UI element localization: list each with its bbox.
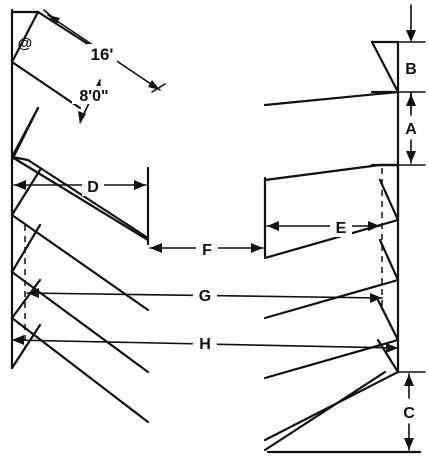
right-stall-line-4 [263, 238, 400, 320]
dim-e-label-bg [330, 217, 352, 237]
dim-h-arrow-left [12, 335, 24, 345]
stall-length-label-bg [87, 44, 117, 64]
right-stall-line-2 [263, 163, 382, 182]
dimension-a: A [405, 93, 417, 164]
dimension-h: H [11, 333, 399, 353]
dim-d-label-bg [82, 176, 104, 196]
left-notch-5 [10, 323, 42, 370]
dim-h-arrow-right [386, 343, 398, 353]
dim-c-arrow-up [404, 374, 414, 386]
dim-a-arrow-up [406, 94, 416, 106]
dim-d-arrow-left [14, 180, 26, 190]
stall-length-label: 16' [91, 45, 114, 64]
dim-e-arrow-right [368, 221, 380, 231]
left-notch-3 [10, 223, 42, 274]
left-stall-line-4 [10, 155, 150, 240]
dimension-d: D [13, 176, 147, 196]
stall-length-dimension: 16' [43, 9, 166, 93]
left-stall-line-2 [10, 60, 82, 110]
dim-f-label-bg [196, 239, 218, 259]
dimension-g: G [26, 285, 383, 305]
stall-width-label: 8'0" [79, 88, 108, 105]
dim-h-label: H [199, 336, 211, 353]
stall-width-arrow-down [78, 111, 86, 124]
right-stall-line-7 [263, 370, 387, 452]
stall-length-arrow-left [48, 15, 60, 25]
right-stall-line-5 [263, 298, 400, 380]
left-stall-group [10, 8, 150, 424]
dim-c-label: C [403, 405, 415, 422]
right-stall-line-6 [263, 338, 400, 442]
dim-a-arrow-down [406, 151, 416, 163]
stall-width-dimension: 8'0" [72, 79, 116, 124]
dim-c-arrow-down [404, 438, 414, 450]
left-notch-1 [10, 106, 40, 162]
left-stall-line-5 [10, 213, 150, 312]
dim-d-arrow-right [134, 180, 146, 190]
dim-f-arrow-right [251, 243, 263, 253]
dim-f-arrow-left [150, 243, 162, 253]
dim-g-label: G [199, 288, 211, 305]
dimension-e: E [266, 217, 381, 237]
right-stall-line-1 [263, 40, 400, 107]
dim-g-arrow-right [370, 293, 382, 303]
left-stall-line-6 [10, 270, 150, 374]
angle-symbol-label: @ [18, 35, 33, 52]
dim-g-arrow-left [27, 288, 39, 298]
dim-f-label: F [202, 242, 212, 259]
dim-e-arrow-left [267, 221, 279, 231]
dim-d-label: D [87, 179, 99, 196]
dim-b-label: B [405, 61, 417, 78]
dim-a-label: A [405, 121, 417, 138]
right-stall-group [263, 40, 426, 454]
left-stall-line-3 [10, 106, 150, 242]
left-stall-line-7 [10, 316, 150, 424]
dim-h-label-bg [193, 333, 217, 353]
left-notch-2 [10, 168, 42, 217]
dimension-c: C [403, 373, 415, 451]
dim-e-label: E [336, 220, 347, 237]
stall-length-arrow-right [148, 80, 160, 90]
dimension-f: F [149, 239, 264, 259]
dim-g-label-bg [193, 285, 217, 305]
left-notch-4 [10, 278, 42, 320]
stall-width-label-bg [72, 86, 116, 104]
dim-b-arrow-down [406, 30, 416, 42]
stall-length-ext-right [151, 83, 166, 93]
right-stall-line-3 [263, 178, 400, 260]
